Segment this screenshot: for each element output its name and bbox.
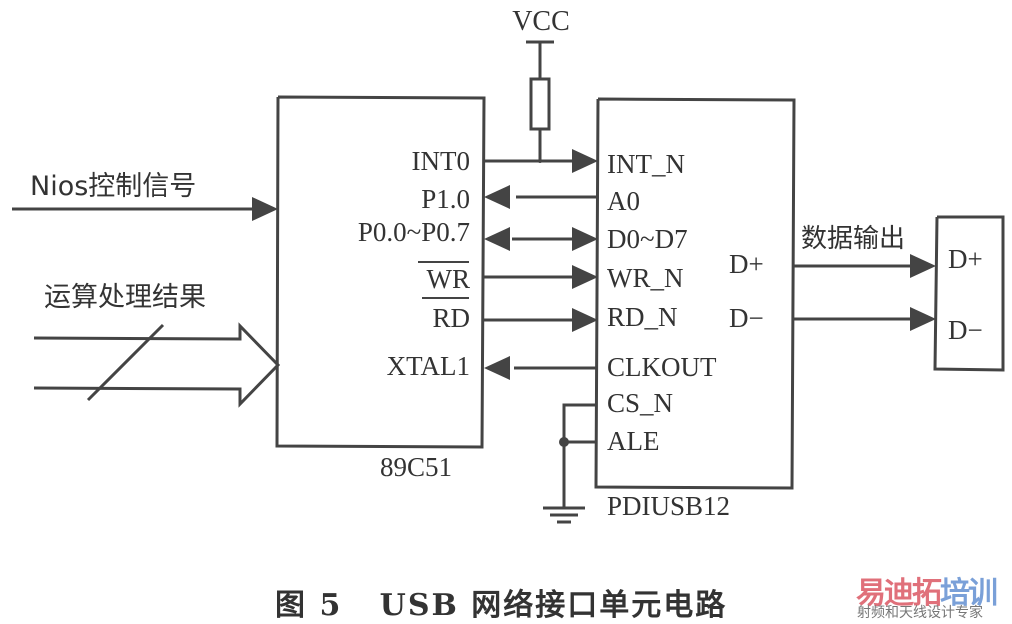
mcu-pin-rd: RD bbox=[432, 303, 470, 333]
connector-pin-dminus: D− bbox=[948, 315, 983, 345]
mcu-name: 89C51 bbox=[380, 452, 452, 482]
usb-chip-name: PDIUSB12 bbox=[607, 491, 730, 521]
figure-caption: 图 5 USB 网络接口单元电路 bbox=[275, 580, 727, 624]
arrow-head bbox=[572, 149, 598, 173]
arrow-head bbox=[572, 265, 598, 289]
usb-pin-int-n: INT_N bbox=[607, 149, 685, 179]
arrow-head bbox=[910, 254, 936, 278]
arrow-head bbox=[484, 227, 510, 251]
usb-pin-clkout: CLKOUT bbox=[607, 352, 717, 382]
arrow-head bbox=[910, 307, 936, 331]
usb-pin-dminus: D− bbox=[729, 303, 764, 333]
junction-dot bbox=[559, 437, 569, 447]
arrow-head bbox=[252, 197, 278, 221]
mcu-pin-p1-0: P1.0 bbox=[421, 184, 470, 214]
usb-pin-dplus: D+ bbox=[729, 249, 764, 279]
watermark-logo: 易迪拓培训 bbox=[856, 568, 998, 612]
arrow-head bbox=[572, 227, 598, 251]
mcu-pin-int0: INT0 bbox=[412, 146, 470, 176]
usb-pin-wr-n: WR_N bbox=[607, 263, 684, 293]
arrow-head bbox=[572, 308, 598, 332]
mcu-pin-p0: P0.0~P0.7 bbox=[358, 217, 470, 247]
watermark-brand-red: 易迪拓 bbox=[856, 576, 942, 611]
usb-connector-box bbox=[933, 215, 1005, 372]
data-output-label: 数据输出 bbox=[801, 224, 905, 254]
pullup-resistor bbox=[529, 77, 551, 131]
figure-number: 图 5 bbox=[275, 588, 343, 623]
usb-pin-ale: ALE bbox=[607, 426, 659, 456]
connector-pin-dplus: D+ bbox=[948, 244, 983, 274]
usb-pin-rd-n: RD_N bbox=[607, 302, 678, 332]
usb-chip-box bbox=[594, 97, 796, 490]
junction-dot bbox=[538, 159, 542, 163]
usb-pin-cs-n: CS_N bbox=[607, 388, 673, 418]
result-label: 运算处理结果 bbox=[44, 282, 206, 313]
nios-control-label: Nios控制信号 bbox=[30, 171, 196, 202]
figure-title: USB 网络接口单元电路 bbox=[379, 588, 728, 623]
watermark-tagline: 射频和天线设计专家 bbox=[857, 605, 983, 621]
mcu-pin-xtal1: XTAL1 bbox=[387, 351, 470, 381]
cs-ground-wire bbox=[562, 403, 596, 508]
usb-pin-d0-d7: D0~D7 bbox=[607, 224, 688, 254]
mcu-box bbox=[275, 95, 486, 449]
arrow-head bbox=[484, 356, 510, 380]
arrow-head bbox=[484, 185, 510, 209]
vcc-label: VCC bbox=[512, 6, 570, 37]
mcu-pin-wr: WR bbox=[427, 264, 471, 294]
bus-slash bbox=[86, 323, 165, 402]
usb-pin-a0: A0 bbox=[607, 186, 640, 216]
watermark-brand-blue: 培训 bbox=[940, 576, 998, 611]
result-bus-arrow bbox=[33, 322, 281, 408]
